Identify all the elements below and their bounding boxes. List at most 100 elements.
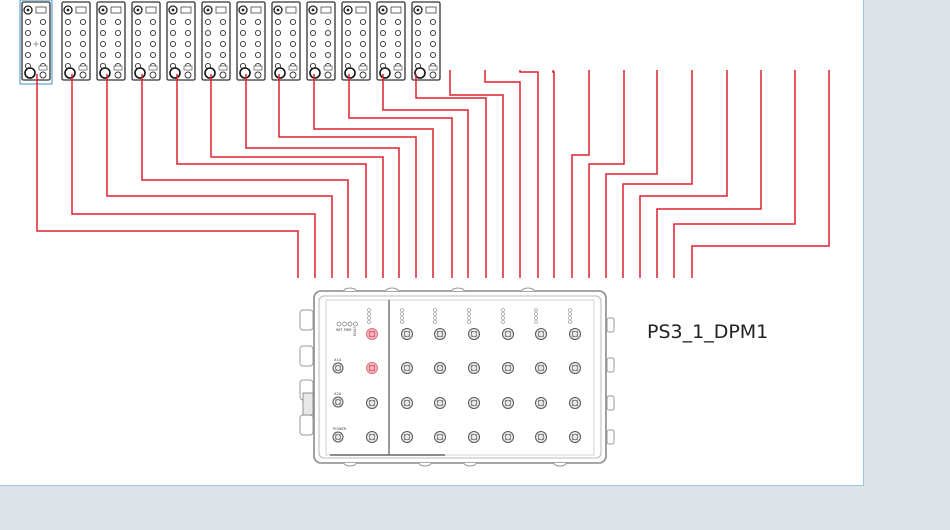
cable-wire [36,74,299,278]
pin [437,400,439,402]
io-port[interactable] [468,362,480,374]
io-block[interactable] [96,1,126,81]
io-port[interactable] [569,362,581,374]
io-port-inner [537,330,545,338]
pin [335,438,337,440]
io-block[interactable] [166,1,196,81]
pin [335,434,337,436]
io-block[interactable] [271,1,301,81]
pin [509,365,511,367]
pin [404,434,406,436]
io-block[interactable] [131,1,161,81]
io-port[interactable] [569,328,581,340]
pin [475,400,477,402]
io-port[interactable] [401,362,413,374]
io-port[interactable] [535,362,547,374]
device-outer-frame [313,290,607,464]
io-port[interactable] [401,328,413,340]
io-port[interactable] [569,397,581,409]
status-led [336,321,342,327]
io-port[interactable] [434,362,446,374]
io-port[interactable] [468,397,480,409]
ground-icon [79,71,87,79]
cable-wire [245,74,400,278]
label-tab [323,65,333,71]
pin [572,438,574,440]
port-label: X2A [334,392,342,396]
io-port[interactable] [502,397,514,409]
cable-wire [571,70,590,278]
pin [408,335,410,337]
io-block[interactable] [61,1,91,81]
power-port[interactable] [332,431,344,443]
io-port[interactable] [569,431,581,443]
pin [441,365,443,367]
port-left [344,18,352,26]
io-port-inner [470,330,478,338]
io-port[interactable] [468,328,480,340]
port-right [394,40,402,48]
bottom-connector-icon [64,67,76,79]
connector-pin [381,8,385,12]
port-right [39,29,47,37]
pin [576,404,578,406]
io-port[interactable] [502,431,514,443]
pin [576,438,578,440]
io-port[interactable] [401,431,413,443]
io-block[interactable] [376,1,406,81]
x1a-port[interactable] [332,362,344,374]
status-window [35,6,47,14]
status-led [353,321,358,327]
io-port[interactable] [366,362,378,374]
io-port[interactable] [366,328,378,340]
io-port[interactable] [535,397,547,409]
io-block[interactable] [236,1,266,81]
pin [369,331,371,333]
io-port[interactable] [502,328,514,340]
port-right [149,51,157,59]
io-port[interactable] [468,431,480,443]
io-port[interactable] [366,431,378,443]
io-port[interactable] [401,397,413,409]
housing-rib [418,462,432,467]
led-label: FAULT [353,327,357,336]
channel-led [433,308,437,312]
io-block[interactable] [306,1,336,81]
pin [408,369,410,371]
io-block[interactable] [19,0,53,85]
io-port[interactable] [502,362,514,374]
cable-wire [106,74,333,278]
channel-led [400,312,404,316]
pin [509,400,511,402]
io-port[interactable] [434,328,446,340]
channel-led [367,316,371,320]
io-port-inner [504,433,512,441]
device-inner-frame [318,295,602,459]
pin [576,434,578,436]
io-block[interactable] [341,1,371,81]
pin [339,399,341,401]
io-block[interactable] [201,1,231,81]
x2a-port[interactable] [332,396,344,408]
io-port[interactable] [535,431,547,443]
pin [404,365,406,367]
io-port[interactable] [434,397,446,409]
io-port[interactable] [434,431,446,443]
io-block[interactable] [411,1,441,81]
io-port-inner [537,433,545,441]
pin [408,434,410,436]
pin [572,335,574,337]
status-window [425,6,437,14]
status-led [347,321,353,327]
port-left [274,18,282,26]
power-port-inner [335,434,341,440]
io-port[interactable] [366,397,378,409]
pin [538,434,540,436]
port-left [169,51,177,59]
io-port[interactable] [535,328,547,340]
io-port-inner [504,330,512,338]
port-right [429,29,437,37]
pin [542,365,544,367]
